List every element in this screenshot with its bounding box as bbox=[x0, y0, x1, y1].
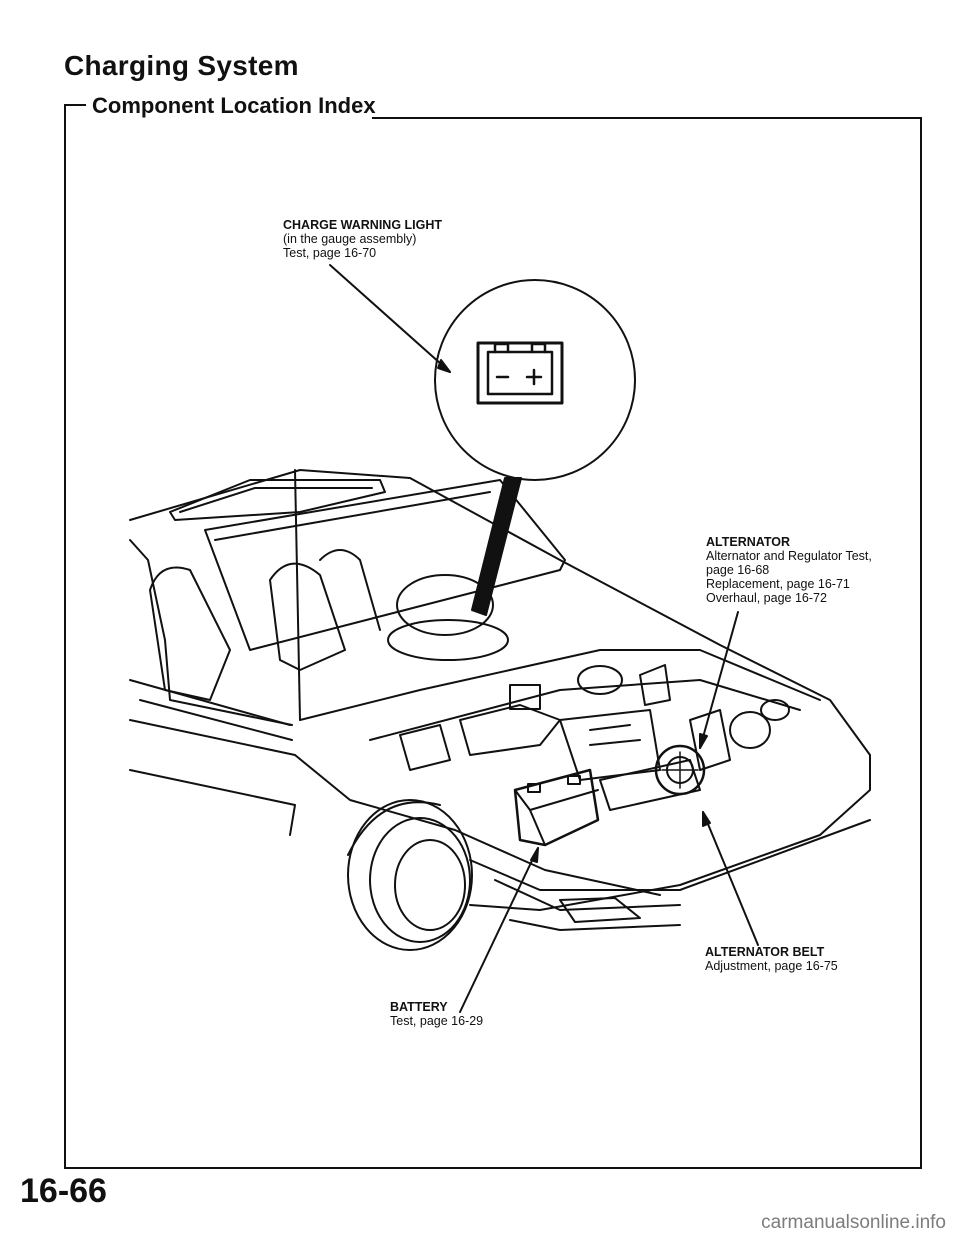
page-title: Charging System bbox=[64, 50, 299, 81]
battery-warning-icon bbox=[476, 341, 564, 405]
charge-warning-light-line-1: (in the gauge assembly) bbox=[283, 232, 417, 246]
alternator-line-3: Replacement, page 16-71 bbox=[706, 577, 850, 591]
alternator-belt-line-1: Adjustment, page 16-75 bbox=[705, 959, 838, 973]
frame-left bbox=[64, 104, 66, 1169]
alternator-line-4: Overhaul, page 16-72 bbox=[706, 591, 827, 605]
zoom-circle bbox=[434, 279, 636, 481]
charge-warning-light-label: CHARGE WARNING LIGHT (in the gauge assem… bbox=[283, 218, 442, 260]
alternator-belt-label: ALTERNATOR BELT Adjustment, page 16-75 bbox=[705, 945, 838, 973]
page-number: 16-66 bbox=[20, 1172, 107, 1210]
frame-bottom bbox=[64, 1167, 922, 1169]
alternator-line-2: page 16-68 bbox=[706, 563, 770, 577]
frame-right bbox=[920, 117, 922, 1169]
section-subtitle: Component Location Index bbox=[92, 93, 376, 118]
charge-warning-light-name: CHARGE WARNING LIGHT bbox=[283, 218, 443, 232]
frame-top-left bbox=[64, 104, 86, 106]
battery-label: BATTERY Test, page 16-29 bbox=[390, 1000, 483, 1028]
alternator-line-1: Alternator and Regulator Test, bbox=[706, 549, 872, 563]
alternator-name: ALTERNATOR bbox=[706, 535, 791, 549]
battery-line-1: Test, page 16-29 bbox=[390, 1014, 484, 1028]
charge-warning-light-line-2: Test, page 16-70 bbox=[283, 246, 377, 260]
watermark: carmanualsonline.info bbox=[761, 1212, 946, 1233]
alternator-belt-name: ALTERNATOR BELT bbox=[705, 945, 825, 959]
frame-top-right bbox=[372, 117, 922, 119]
battery-name: BATTERY bbox=[390, 1000, 448, 1014]
alternator-label: ALTERNATOR Alternator and Regulator Test… bbox=[706, 535, 872, 605]
